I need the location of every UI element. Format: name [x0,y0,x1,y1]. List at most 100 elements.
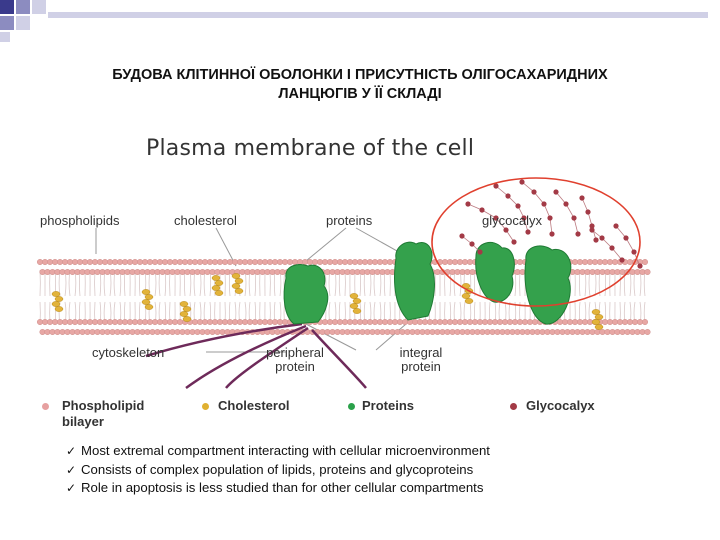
decorative-bar [48,12,708,18]
decorative-corner-squares [0,0,708,42]
lipid-head [151,318,158,325]
cholesterol-ring [464,298,474,304]
lipid-head [329,268,336,275]
lipid-head [599,268,606,275]
lipid-head [447,258,454,265]
lipid-head [607,318,614,325]
lipid-head [204,328,211,335]
lipid-head [241,318,248,325]
checkmark-icon: ✓ [66,481,77,495]
glycocalyx-sugar [515,203,521,209]
lipid-head [149,328,156,335]
lipid-head [119,328,126,335]
lipid-head [354,268,361,275]
glycocalyx-sugar [585,209,591,215]
lipid-head [241,258,248,265]
lipid-head [274,328,281,335]
lipid-head [584,328,591,335]
glycocalyx-sugar [579,195,585,201]
lipid-head [196,318,203,325]
lipid-head [437,318,444,325]
lipid-head [39,328,46,335]
lipid-head [464,268,471,275]
lipid-head [374,268,381,275]
lipid-head [644,328,651,335]
lipid-head [39,268,46,275]
lipid-head [156,318,163,325]
lipid-head [92,318,99,325]
glycocalyx-sugar [479,207,485,213]
lipid-head [414,328,421,335]
lipid-head [607,258,614,265]
checkmark-icon: ✓ [66,444,77,458]
lipid-head [452,258,459,265]
lipid-head [281,318,288,325]
glycocalyx-sugar [613,223,619,229]
lipid-head [337,258,344,265]
lipid-head [559,328,566,335]
lipid-head [129,328,136,335]
lipid-head [224,268,231,275]
lipid-head [231,258,238,265]
lipid-head [154,328,161,335]
lipid-head [97,318,104,325]
lipid-head [176,258,183,265]
glycocalyx-sugar [563,201,569,207]
lipid-head [402,318,409,325]
lipid-head [442,318,449,325]
lipid-head [417,318,424,325]
lipid-head [572,258,579,265]
lipid-head [492,318,499,325]
lipid-head [57,258,64,265]
lipid-head [599,328,606,335]
lipid-head [44,268,51,275]
lipid-head [349,268,356,275]
lipid-head [46,258,53,265]
lipid-head [334,328,341,335]
lipid-head [164,328,171,335]
lipid-head [364,268,371,275]
legend-dot-cholesterol [202,403,209,410]
lipid-head [149,268,156,275]
lipid-head [484,328,491,335]
lipid-head [497,318,504,325]
lipid-head [136,318,143,325]
glycocalyx-chain [591,229,623,261]
lipid-head [111,318,118,325]
bullet-item: ✓ Consists of complex population of lipi… [66,461,686,480]
lipid-head [639,268,646,275]
lipid-head [469,268,476,275]
glycocalyx-sugar [493,215,499,221]
cholesterol-ring [231,283,241,289]
lipid-head [184,268,191,275]
legend-item-phospholipid: Phospholipid bilayer [62,398,144,430]
lipid-head [266,318,273,325]
lipid-head [432,318,439,325]
lipid-head [342,258,349,265]
lipid-head [452,318,459,325]
lipid-head [249,268,256,275]
peripheral-protein [283,264,329,325]
lipid-head [519,328,526,335]
lipid-head [159,328,166,335]
lipid-head [136,258,143,265]
lipid-head [574,328,581,335]
glycocalyx-sugar [465,201,471,207]
lipid-head [602,258,609,265]
lipid-head [159,268,166,275]
lipid-head [512,318,519,325]
lipid-head [144,328,151,335]
lipid-head [191,318,198,325]
lipid-head [429,328,436,335]
lipid-head [221,318,228,325]
lipid-head [46,318,53,325]
glycocalyx-sugar [619,257,625,263]
lipid-head [622,318,629,325]
lipid-head [109,268,116,275]
lipid-head [634,268,641,275]
lipid-head [419,328,426,335]
lipid-head [329,328,336,335]
lipid-head [189,328,196,335]
lipid-head [281,258,288,265]
lipid-head [412,318,419,325]
